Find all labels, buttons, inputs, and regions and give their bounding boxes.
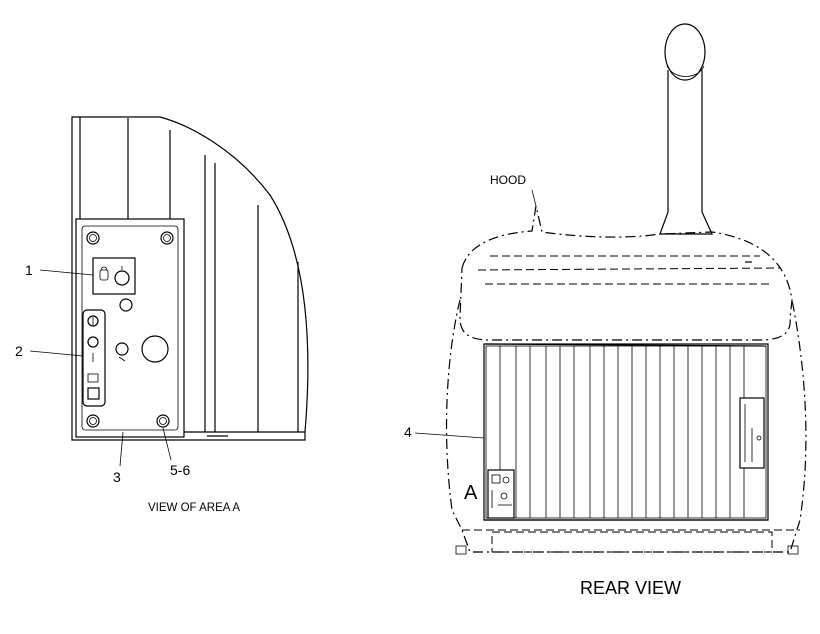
housing-outline: [71, 116, 309, 441]
side-access-panel: [739, 397, 765, 469]
area-a-marker: A: [464, 482, 478, 504]
area-a-panel: [487, 469, 515, 519]
body-outline: [445, 299, 807, 553]
panel-bolt: [86, 231, 100, 245]
view-of-area-a-caption: VIEW OF AREA A: [148, 502, 240, 514]
panel-bolt: [86, 414, 100, 428]
rear-view: [414, 23, 807, 555]
radiator-grille: [483, 343, 769, 521]
callout-3: 3: [113, 469, 121, 485]
large-opening: [141, 335, 169, 363]
exhaust-stack: [659, 23, 713, 235]
rear-view-caption: REAR VIEW: [580, 578, 681, 598]
control-panel: [75, 218, 185, 438]
knob: [115, 342, 129, 362]
indicator-hole: [119, 298, 133, 312]
callout-1: 1: [25, 262, 33, 278]
hood-label: HOOD: [490, 173, 526, 187]
panel-bolt: [160, 231, 174, 245]
switch-plate: [92, 257, 136, 295]
panel-bolt: [156, 414, 170, 428]
callout-5-6: 5-6: [170, 462, 190, 478]
callout-4: 4: [404, 424, 412, 440]
hood: [459, 205, 793, 341]
switch-strip: [82, 309, 106, 407]
callout-2: 2: [15, 343, 23, 359]
area-a-detail-view: [29, 116, 309, 467]
